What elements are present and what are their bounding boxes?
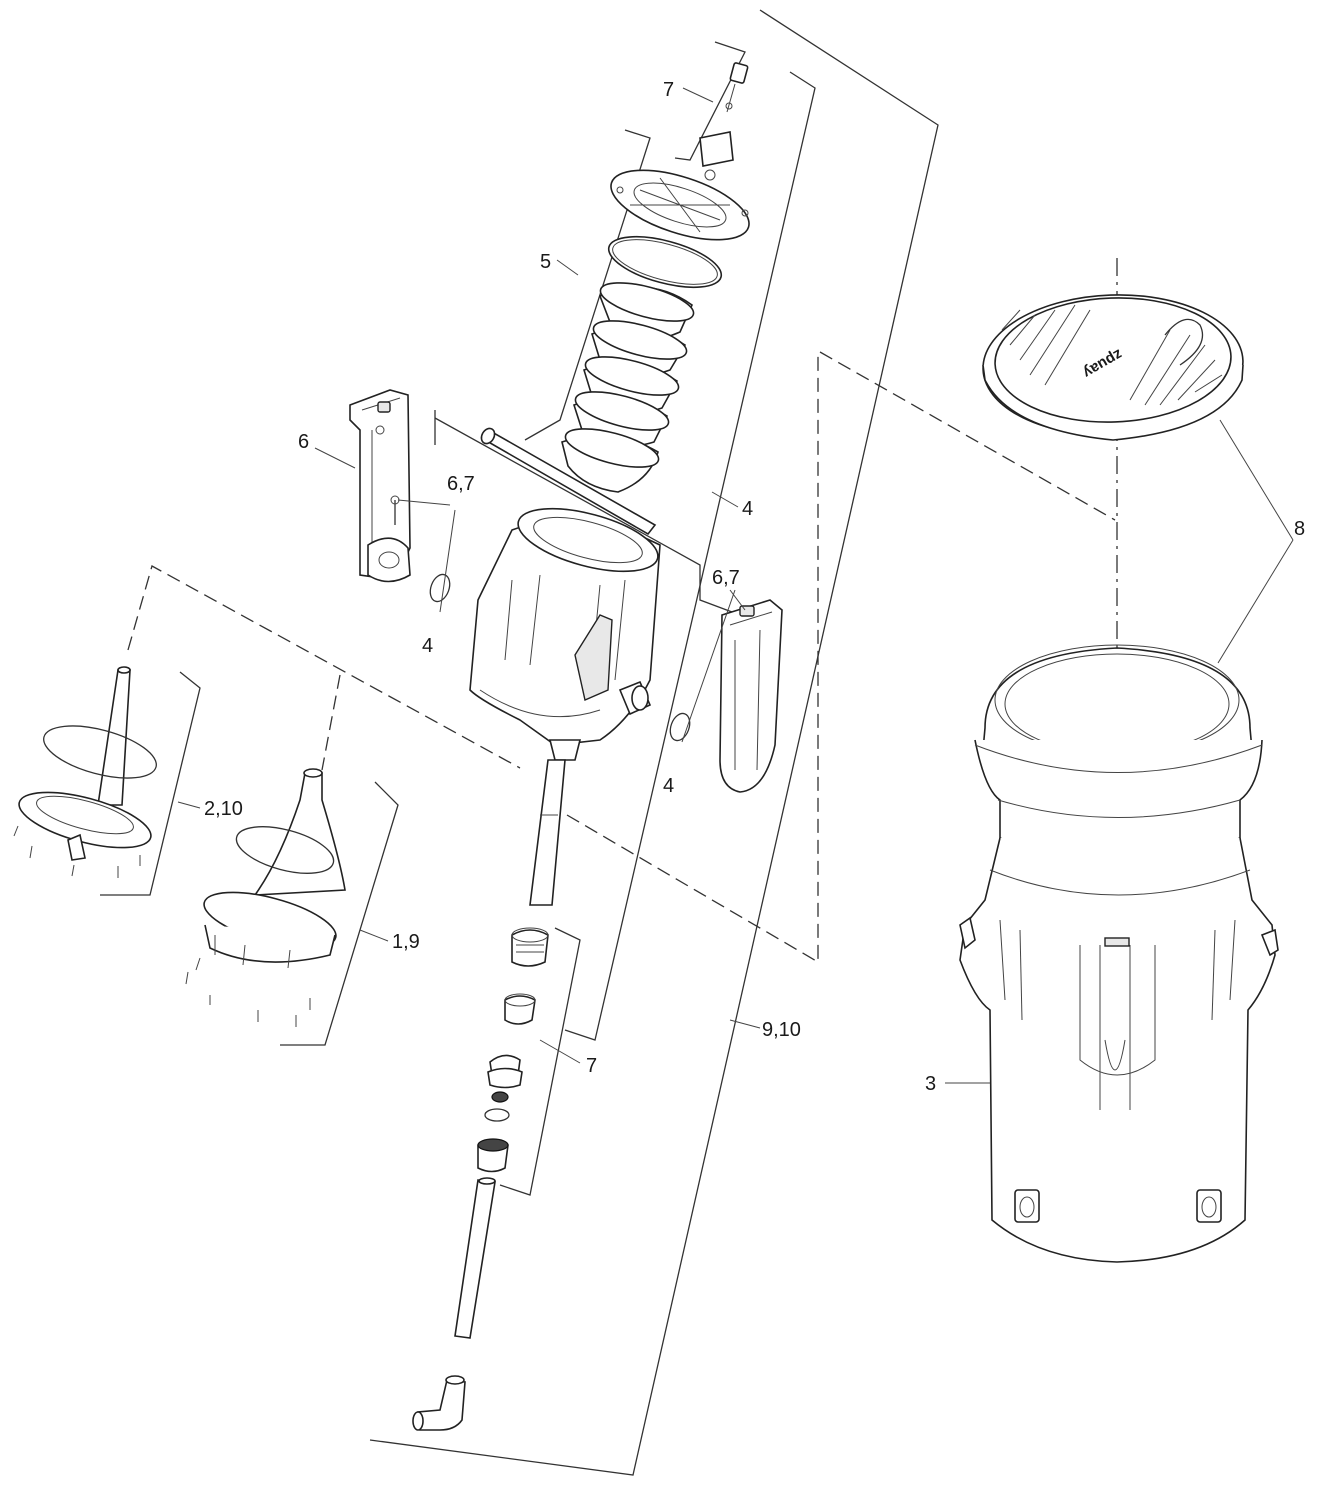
callout-3: 3: [925, 1073, 936, 1095]
callout-4-right: 4: [663, 775, 674, 797]
callout-6-7-left: 6,7: [447, 473, 475, 495]
callout-2-10: 2,10: [204, 798, 243, 820]
bracket-7-bottom: [499, 927, 581, 1196]
callout-1-9: 1,9: [392, 931, 420, 953]
leader-lines: [177, 87, 1294, 1084]
callout-9-10: 9,10: [762, 1019, 801, 1041]
callout-5: 5: [540, 251, 551, 273]
lower-tube: [454, 1177, 496, 1339]
shaft-nut-2: [504, 993, 536, 1025]
left-clip-bracket: [349, 389, 411, 583]
horizontal-rod: [480, 427, 657, 536]
callout-labels: 7 5 6 6,7 4 4 6,7 4 8 2,10 1,9 7 9,10 3: [204, 79, 1305, 1095]
vertical-shaft: [529, 759, 566, 906]
top-valve-fitting: [699, 62, 749, 181]
bracket-2-10: [100, 671, 201, 896]
shaft-nut-1: [511, 927, 549, 967]
bracket-4: [564, 71, 816, 1041]
oring-middle: [669, 712, 691, 742]
bracket-7-top: [674, 41, 746, 161]
callout-4-left: 4: [422, 635, 433, 657]
filter-cone-stack: [561, 235, 723, 493]
callout-7-top: 7: [663, 79, 674, 101]
bottom-housing-1-9: [185, 768, 346, 1027]
shaft-cap: [487, 1054, 523, 1089]
callout-7-bottom: 7: [586, 1055, 597, 1077]
callout-6-7-right: 6,7: [712, 567, 740, 589]
shaft-nut-3: [477, 1138, 509, 1173]
small-oring-stack: [484, 1091, 510, 1122]
main-pump-body: [469, 507, 661, 761]
oring-left: [429, 573, 451, 603]
bottom-plate-2-10: [13, 666, 157, 878]
basin-tank: [959, 644, 1279, 1263]
callout-8: 8: [1294, 518, 1305, 540]
bracket-1-9: [280, 781, 399, 1046]
bracket-5: [524, 129, 651, 441]
callout-6: 6: [298, 431, 309, 453]
right-clip-bracket: [719, 599, 783, 793]
callout-4-mid: 4: [742, 498, 753, 520]
top-cover-plate: [610, 169, 750, 241]
grate-lid: zpuay: [982, 294, 1244, 441]
bracket-9-10: [369, 9, 939, 1476]
elbow-fitting: [412, 1375, 466, 1431]
